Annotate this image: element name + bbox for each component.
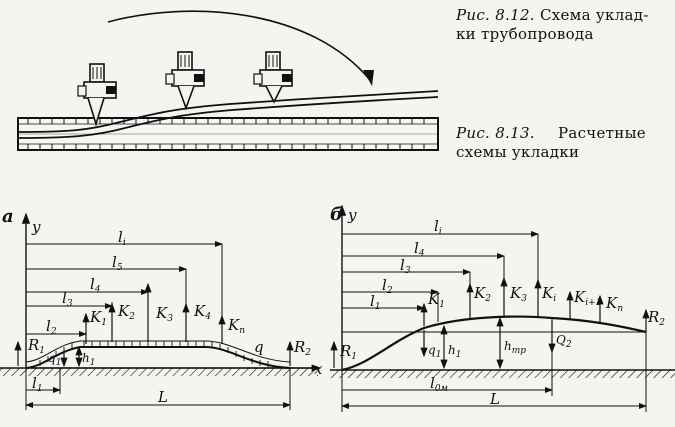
trench-band — [17, 117, 439, 151]
y-axis-label: y — [31, 218, 41, 236]
scheme-b-diagram: б y li l4 l3 l2 l1 l0м L — [330, 204, 675, 412]
pipe-curve-b — [341, 315, 647, 372]
length-label-b-L: L — [489, 390, 500, 408]
height-label-b-h1: h1 — [448, 343, 461, 360]
reaction-label-r2: R2 — [293, 338, 311, 358]
force-label-b-ki: Ki — [541, 284, 556, 304]
load-label-b-q1: q1 — [428, 343, 441, 360]
panel-label-a: а — [2, 206, 14, 227]
force-label-k1: K1 — [89, 308, 107, 328]
movement-arc-arrow — [107, 10, 371, 81]
span-label-l5: l5 — [112, 253, 123, 273]
panel-label-b: б — [330, 204, 343, 225]
height-label-h1: h1 — [82, 351, 95, 368]
force-label-kn: Kп — [227, 316, 245, 336]
span-label-b-l3: l3 — [400, 256, 411, 276]
force-label-b-k1: K1 — [427, 290, 445, 310]
span-label-b-l1: l1 — [370, 292, 381, 312]
span-label-l1: l1 — [32, 374, 43, 394]
pipelayer-machine-1 — [77, 63, 117, 127]
pipeline-upper — [17, 90, 439, 133]
pipeline-lower — [17, 96, 439, 139]
pipelayer-machine-2 — [165, 51, 205, 111]
figure-8-13-caption: Рис. 8.13. Расчетные схемы укладки — [456, 124, 646, 161]
span-label-li: li — [118, 228, 126, 248]
force-label-b-k3: K3 — [509, 284, 527, 304]
force-label-k3: K3 — [155, 304, 173, 324]
span-label-l3: l3 — [62, 289, 73, 309]
y-axis-label-b: y — [347, 206, 357, 224]
span-label-l4: l4 — [90, 275, 101, 295]
span-label-l2: l2 — [46, 317, 57, 337]
pipe-curve-a-upper — [25, 340, 291, 363]
force-label-k2: K2 — [117, 302, 135, 322]
force-label-k4: K4 — [193, 302, 211, 322]
reaction-label-b-r1: R1 — [339, 342, 357, 362]
length-label-L: L — [157, 388, 168, 406]
span-label-b-l2: l2 — [382, 276, 393, 296]
scheme-a-diagram: а y li l5 l4 l3 l2 l1 L — [0, 206, 323, 410]
pipelaying-scheme-figure — [17, 10, 439, 151]
ground-hatching-b — [330, 370, 675, 378]
x-axis-label: x — [314, 360, 323, 378]
span-label-b-li: li — [434, 217, 442, 237]
ground-hatching — [0, 368, 318, 376]
distributed-load-label-q: q — [254, 338, 264, 356]
pipe-curve-a — [25, 346, 291, 369]
reaction-label-b-r2: R2 — [647, 308, 665, 328]
force-label-b-k2: K2 — [473, 284, 491, 304]
force-label-b-kn: Kп — [605, 294, 623, 314]
figure-8-12-caption: Рис. 8.12. Схема уклад- ки трубопровода — [456, 6, 649, 43]
height-label-b-htr: hтр — [504, 339, 526, 356]
reaction-label-r1: R1 — [27, 336, 45, 356]
load-label-b-Q2: Q2 — [556, 333, 572, 350]
span-label-b-l4: l4 — [414, 239, 425, 259]
pipelayer-machine-3 — [253, 51, 293, 104]
arrow-head-icon — [363, 70, 374, 86]
force-label-b-ki1: Ki+1 — [573, 288, 601, 308]
